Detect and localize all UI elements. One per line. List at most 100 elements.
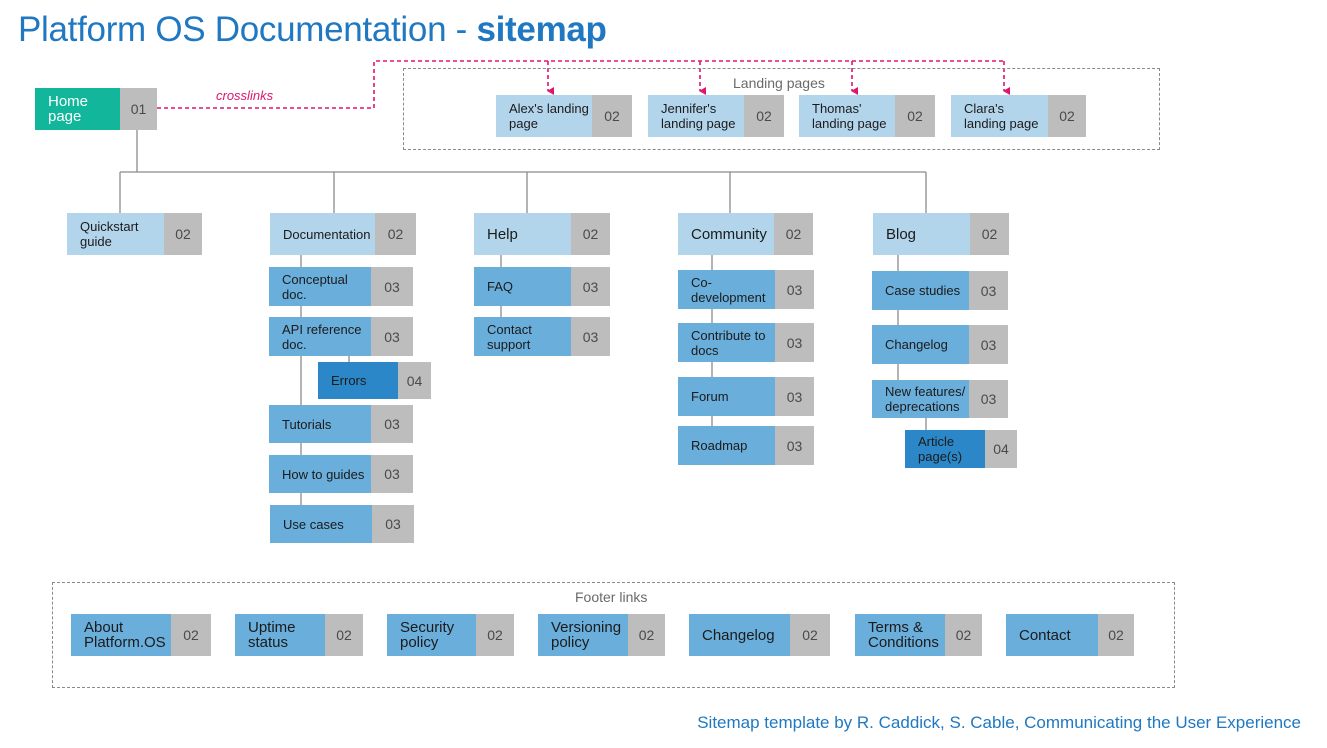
- node-label: Co-development: [678, 270, 775, 309]
- node-use-cases[interactable]: Use cases 03: [270, 505, 414, 543]
- node-landing-thomas[interactable]: Thomas' landing page 02: [799, 95, 935, 137]
- node-number: 02: [476, 614, 514, 656]
- node-footer-security-policy[interactable]: Security policy 02: [387, 614, 514, 656]
- node-label: Forum: [678, 377, 775, 416]
- node-label: FAQ: [474, 267, 571, 306]
- node-number: 02: [164, 213, 202, 255]
- node-footer-versioning-policy[interactable]: Versioning policy 02: [538, 614, 665, 656]
- crosslink-line: [157, 60, 1004, 109]
- node-label: Help: [474, 213, 571, 255]
- node-label: Terms & Conditions: [855, 614, 945, 656]
- node-number: 01: [120, 88, 157, 130]
- footer-links-caption: Footer links: [569, 589, 654, 605]
- node-tutorials[interactable]: Tutorials 03: [269, 405, 413, 443]
- node-number: 02: [592, 95, 632, 137]
- node-number: 02: [325, 614, 363, 656]
- node-number: 04: [398, 362, 431, 399]
- node-label: Tutorials: [269, 405, 371, 443]
- node-number: 02: [945, 614, 982, 656]
- node-label: Security policy: [387, 614, 476, 656]
- node-number: 02: [895, 95, 935, 137]
- node-label: Contact: [1006, 614, 1098, 656]
- node-label: Clara's landing page: [951, 95, 1048, 137]
- node-article-pages[interactable]: Article page(s) 04: [905, 430, 1017, 468]
- node-contribute-to-docs[interactable]: Contribute to docs 03: [678, 323, 814, 362]
- node-footer-terms-conditions[interactable]: Terms & Conditions 02: [855, 614, 982, 656]
- node-number: 03: [571, 317, 610, 356]
- node-footer-contact[interactable]: Contact 02: [1006, 614, 1134, 656]
- node-number: 02: [628, 614, 665, 656]
- node-co-development[interactable]: Co-development 03: [678, 270, 814, 309]
- node-label: Alex's landing page: [496, 95, 592, 137]
- node-community[interactable]: Community 02: [678, 213, 813, 255]
- node-number: 03: [969, 325, 1008, 364]
- page-title: Platform OS Documentation - sitemap: [18, 10, 607, 49]
- node-contact-support[interactable]: Contact support 03: [474, 317, 610, 356]
- node-footer-uptime-status[interactable]: Uptime status 02: [235, 614, 363, 656]
- node-api-reference-doc[interactable]: API reference doc. 03: [269, 317, 413, 356]
- node-number: 03: [371, 317, 413, 356]
- node-how-to-guides[interactable]: How to guides 03: [269, 455, 413, 493]
- tree-home-connector: [119, 129, 927, 213]
- node-landing-jennifer[interactable]: Jennifer's landing page 02: [648, 95, 784, 137]
- node-label: How to guides: [269, 455, 371, 493]
- node-label: Documentation: [270, 213, 375, 255]
- crosslinks-label: crosslinks: [216, 88, 274, 103]
- node-label: Versioning policy: [538, 614, 628, 656]
- node-number: 02: [970, 213, 1009, 255]
- node-new-features-deprecations[interactable]: New features/ deprecations 03: [872, 380, 1008, 418]
- node-number: 02: [171, 614, 211, 656]
- node-case-studies[interactable]: Case studies 03: [872, 271, 1008, 310]
- node-documentation[interactable]: Documentation 02: [270, 213, 416, 255]
- footer-links-group: [52, 582, 1175, 688]
- node-landing-alex[interactable]: Alex's landing page 02: [496, 95, 632, 137]
- node-label: New features/ deprecations: [872, 380, 969, 418]
- node-conceptual-doc[interactable]: Conceptual doc. 03: [269, 267, 413, 306]
- node-blog[interactable]: Blog 02: [873, 213, 1009, 255]
- node-number: 03: [571, 267, 610, 306]
- node-quickstart-guide[interactable]: Quickstart guide 02: [67, 213, 202, 255]
- node-number: 03: [371, 455, 413, 493]
- node-number: 03: [969, 380, 1008, 418]
- node-label: Changelog: [689, 614, 790, 656]
- node-label: Jennifer's landing page: [648, 95, 744, 137]
- node-footer-about-platform-os[interactable]: About Platform.OS 02: [71, 614, 211, 656]
- node-number: 02: [790, 614, 830, 656]
- node-label: Quickstart guide: [67, 213, 164, 255]
- node-label: Use cases: [270, 505, 372, 543]
- node-landing-clara[interactable]: Clara's landing page 02: [951, 95, 1086, 137]
- node-label: Contact support: [474, 317, 571, 356]
- node-changelog[interactable]: Changelog 03: [872, 325, 1008, 364]
- node-label: Blog: [873, 213, 970, 255]
- landing-pages-caption: Landing pages: [727, 75, 831, 91]
- node-label: Conceptual doc.: [269, 267, 371, 306]
- node-number: 03: [372, 505, 414, 543]
- node-number: 03: [371, 405, 413, 443]
- node-errors[interactable]: Errors 04: [318, 362, 431, 399]
- node-number: 02: [1098, 614, 1134, 656]
- node-label: Home page: [35, 88, 120, 130]
- node-number: 03: [371, 267, 413, 306]
- node-forum[interactable]: Forum 03: [678, 377, 814, 416]
- node-number: 03: [775, 323, 814, 362]
- node-label: API reference doc.: [269, 317, 371, 356]
- node-label: About Platform.OS: [71, 614, 171, 656]
- node-faq[interactable]: FAQ 03: [474, 267, 610, 306]
- node-footer-changelog[interactable]: Changelog 02: [689, 614, 830, 656]
- node-number: 02: [774, 213, 813, 255]
- node-help[interactable]: Help 02: [474, 213, 610, 255]
- node-number: 04: [985, 430, 1017, 468]
- node-number: 03: [775, 377, 814, 416]
- node-label: Article page(s): [905, 430, 985, 468]
- node-label: Contribute to docs: [678, 323, 775, 362]
- node-label: Uptime status: [235, 614, 325, 656]
- node-number: 03: [775, 270, 814, 309]
- node-label: Case studies: [872, 271, 969, 310]
- node-roadmap[interactable]: Roadmap 03: [678, 426, 814, 465]
- credit-text: Sitemap template by R. Caddick, S. Cable…: [697, 713, 1301, 732]
- node-home-page[interactable]: Home page 01: [35, 88, 157, 130]
- node-label: Changelog: [872, 325, 969, 364]
- node-number: 02: [744, 95, 784, 137]
- node-label: Thomas' landing page: [799, 95, 895, 137]
- landing-pages-group: [403, 68, 1160, 150]
